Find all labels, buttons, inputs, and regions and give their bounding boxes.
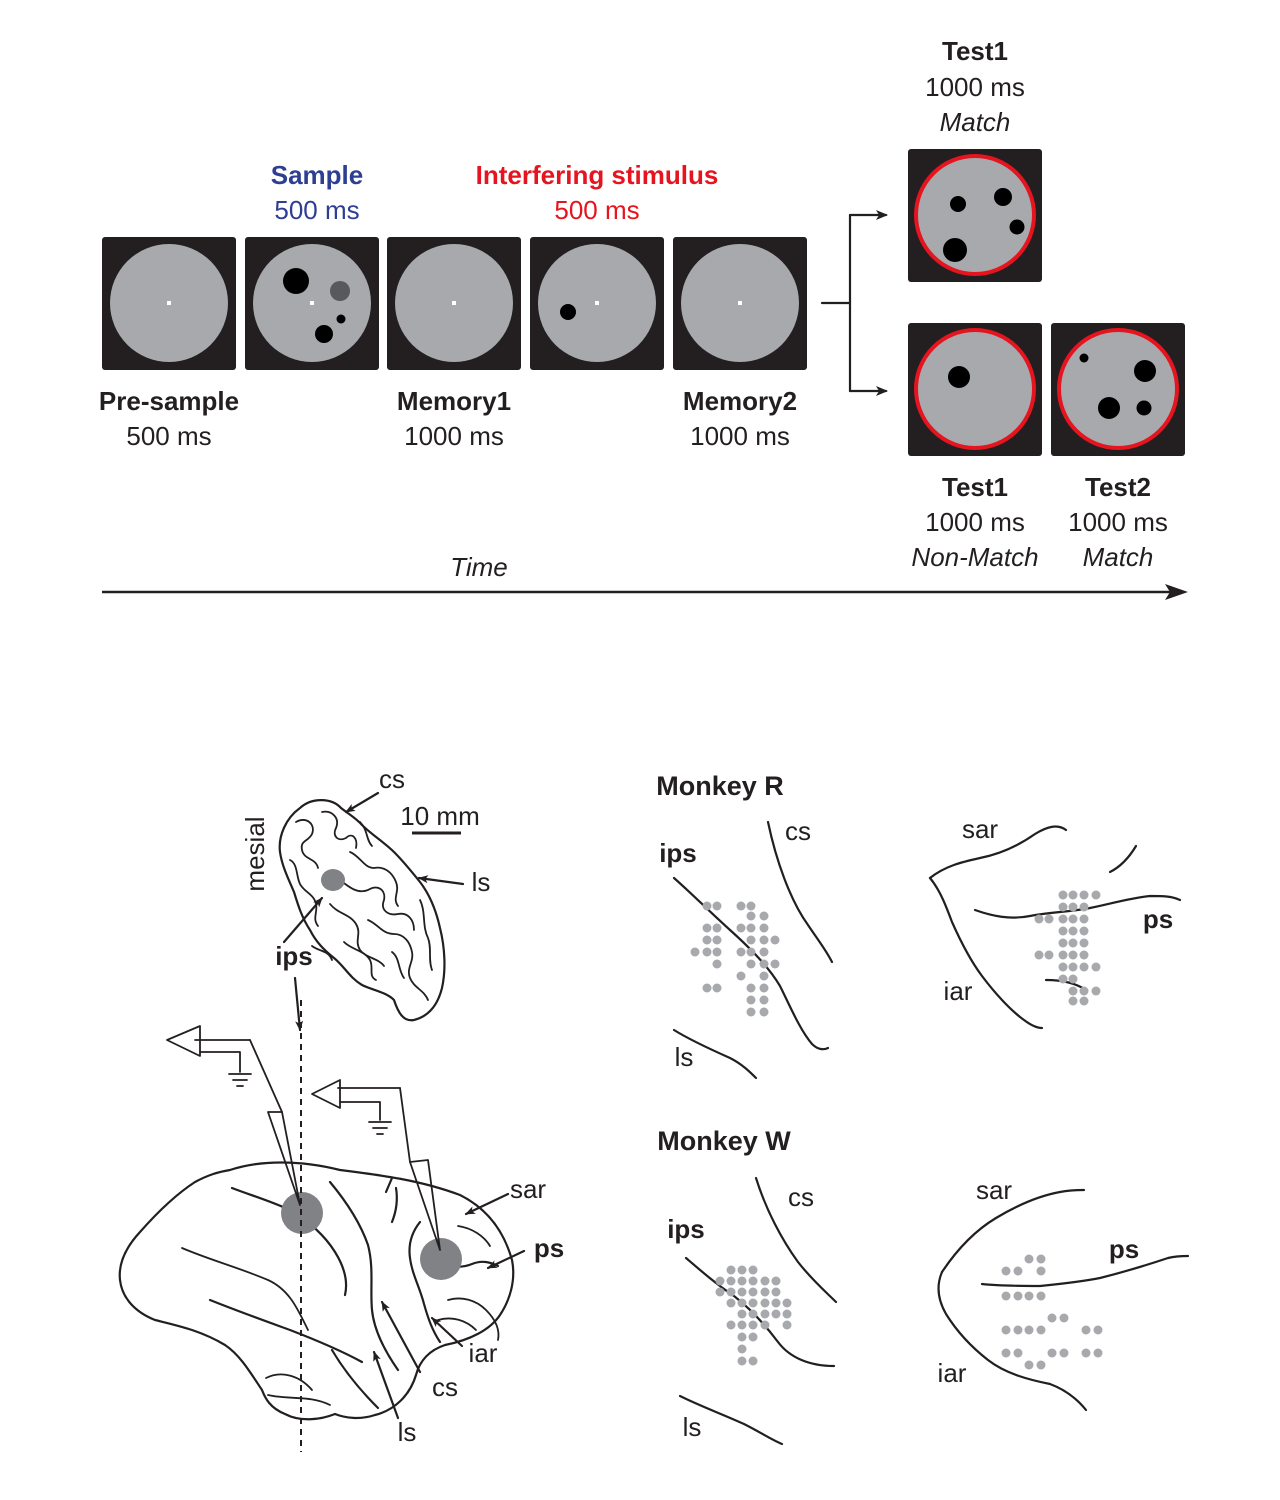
monkey-r-label-sar: sar (962, 814, 998, 844)
task-sequence: Sample 500 ms Interfering stimulus 500 m… (99, 36, 1188, 600)
test1-nonmatch-screen (908, 323, 1042, 456)
sample-duration: 500 ms (274, 195, 359, 225)
monkey-r-parietal-sites (690, 901, 780, 1017)
lateral-label-ls: ls (398, 1417, 417, 1447)
section-label-ls: ls (472, 867, 491, 897)
test1-match-screen (908, 149, 1042, 282)
test1-match-condition: Match (940, 107, 1011, 137)
monkey-r-label-ps: ps (1143, 904, 1173, 934)
monkey-w-label-iar: iar (938, 1358, 967, 1388)
section-label-ips: ips (275, 941, 313, 971)
presample-duration: 500 ms (126, 421, 211, 451)
test1-nonmatch-duration: 1000 ms (925, 507, 1025, 537)
scale-bar-label: 10 mm (400, 801, 479, 831)
monkey-w-title: Monkey W (657, 1126, 791, 1156)
memory2-title: Memory2 (683, 386, 797, 416)
frontal-electrode (311, 1079, 441, 1251)
time-label: Time (450, 552, 508, 582)
monkey-r-title: Monkey R (656, 771, 784, 801)
monkey-r-label-ls: ls (675, 1042, 694, 1072)
monkey-w-parietal-sites (715, 1265, 792, 1366)
lateral-label-iar: iar (469, 1338, 498, 1368)
monkey-r-frontal-map: sar ps iar (928, 814, 1182, 1030)
test1-match-title: Test1 (942, 36, 1008, 66)
monkey-r-label-iar: iar (944, 976, 973, 1006)
interfering-screen (530, 237, 664, 370)
monkey-r-frontal-sites (1034, 890, 1101, 1006)
lateral-label-cs: cs (432, 1372, 458, 1402)
memory2-screen (673, 237, 807, 370)
monkey-w-parietal-map: ips cs ls (667, 1176, 838, 1446)
parietal-electrode (166, 1025, 301, 1206)
time-arrow (102, 584, 1188, 600)
test2-match-condition: Match (1083, 542, 1154, 572)
monkey-w-label-ips: ips (667, 1214, 705, 1244)
sample-title: Sample (271, 160, 364, 190)
monkey-w-frontal-map: sar ps iar (937, 1175, 1190, 1412)
test2-match-screen (1051, 323, 1185, 456)
section-label-mesial: mesial (240, 816, 270, 891)
coronal-section: cs mesial 10 mm ls ips (240, 764, 491, 1032)
interfering-duration: 500 ms (554, 195, 639, 225)
presample-screen (102, 237, 236, 370)
monkey-r-label-ips: ips (659, 838, 697, 868)
monkey-w-label-ps: ps (1109, 1234, 1139, 1264)
memory1-duration: 1000 ms (404, 421, 504, 451)
section-label-cs: cs (379, 764, 405, 794)
test1-nonmatch-title: Test1 (942, 472, 1008, 502)
monkey-w-frontal-sites (1001, 1254, 1103, 1370)
monkey-w-label-cs: cs (788, 1182, 814, 1212)
interfering-title: Interfering stimulus (476, 160, 719, 190)
memory2-duration: 1000 ms (690, 421, 790, 451)
memory1-title: Memory1 (397, 386, 511, 416)
lateral-label-sar: sar (510, 1174, 546, 1204)
lateral-brain: sar ps iar cs ls (118, 1000, 564, 1452)
test1-nonmatch-condition: Non-Match (911, 542, 1038, 572)
test1-match-duration: 1000 ms (925, 72, 1025, 102)
lateral-label-ps: ps (534, 1233, 564, 1263)
monkey-r-label-cs: cs (785, 816, 811, 846)
presample-title: Pre-sample (99, 386, 239, 416)
test2-match-duration: 1000 ms (1068, 507, 1168, 537)
monkey-w-label-ls: ls (683, 1412, 702, 1442)
frontal-recording-site (420, 1238, 462, 1280)
monkey-r-parietal-map: ips cs ls (659, 816, 834, 1080)
monkey-w-label-sar: sar (976, 1175, 1012, 1205)
branch-arrows (820, 210, 888, 396)
memory1-screen (387, 237, 521, 370)
test2-match-title: Test2 (1085, 472, 1151, 502)
sample-screen (245, 237, 379, 370)
